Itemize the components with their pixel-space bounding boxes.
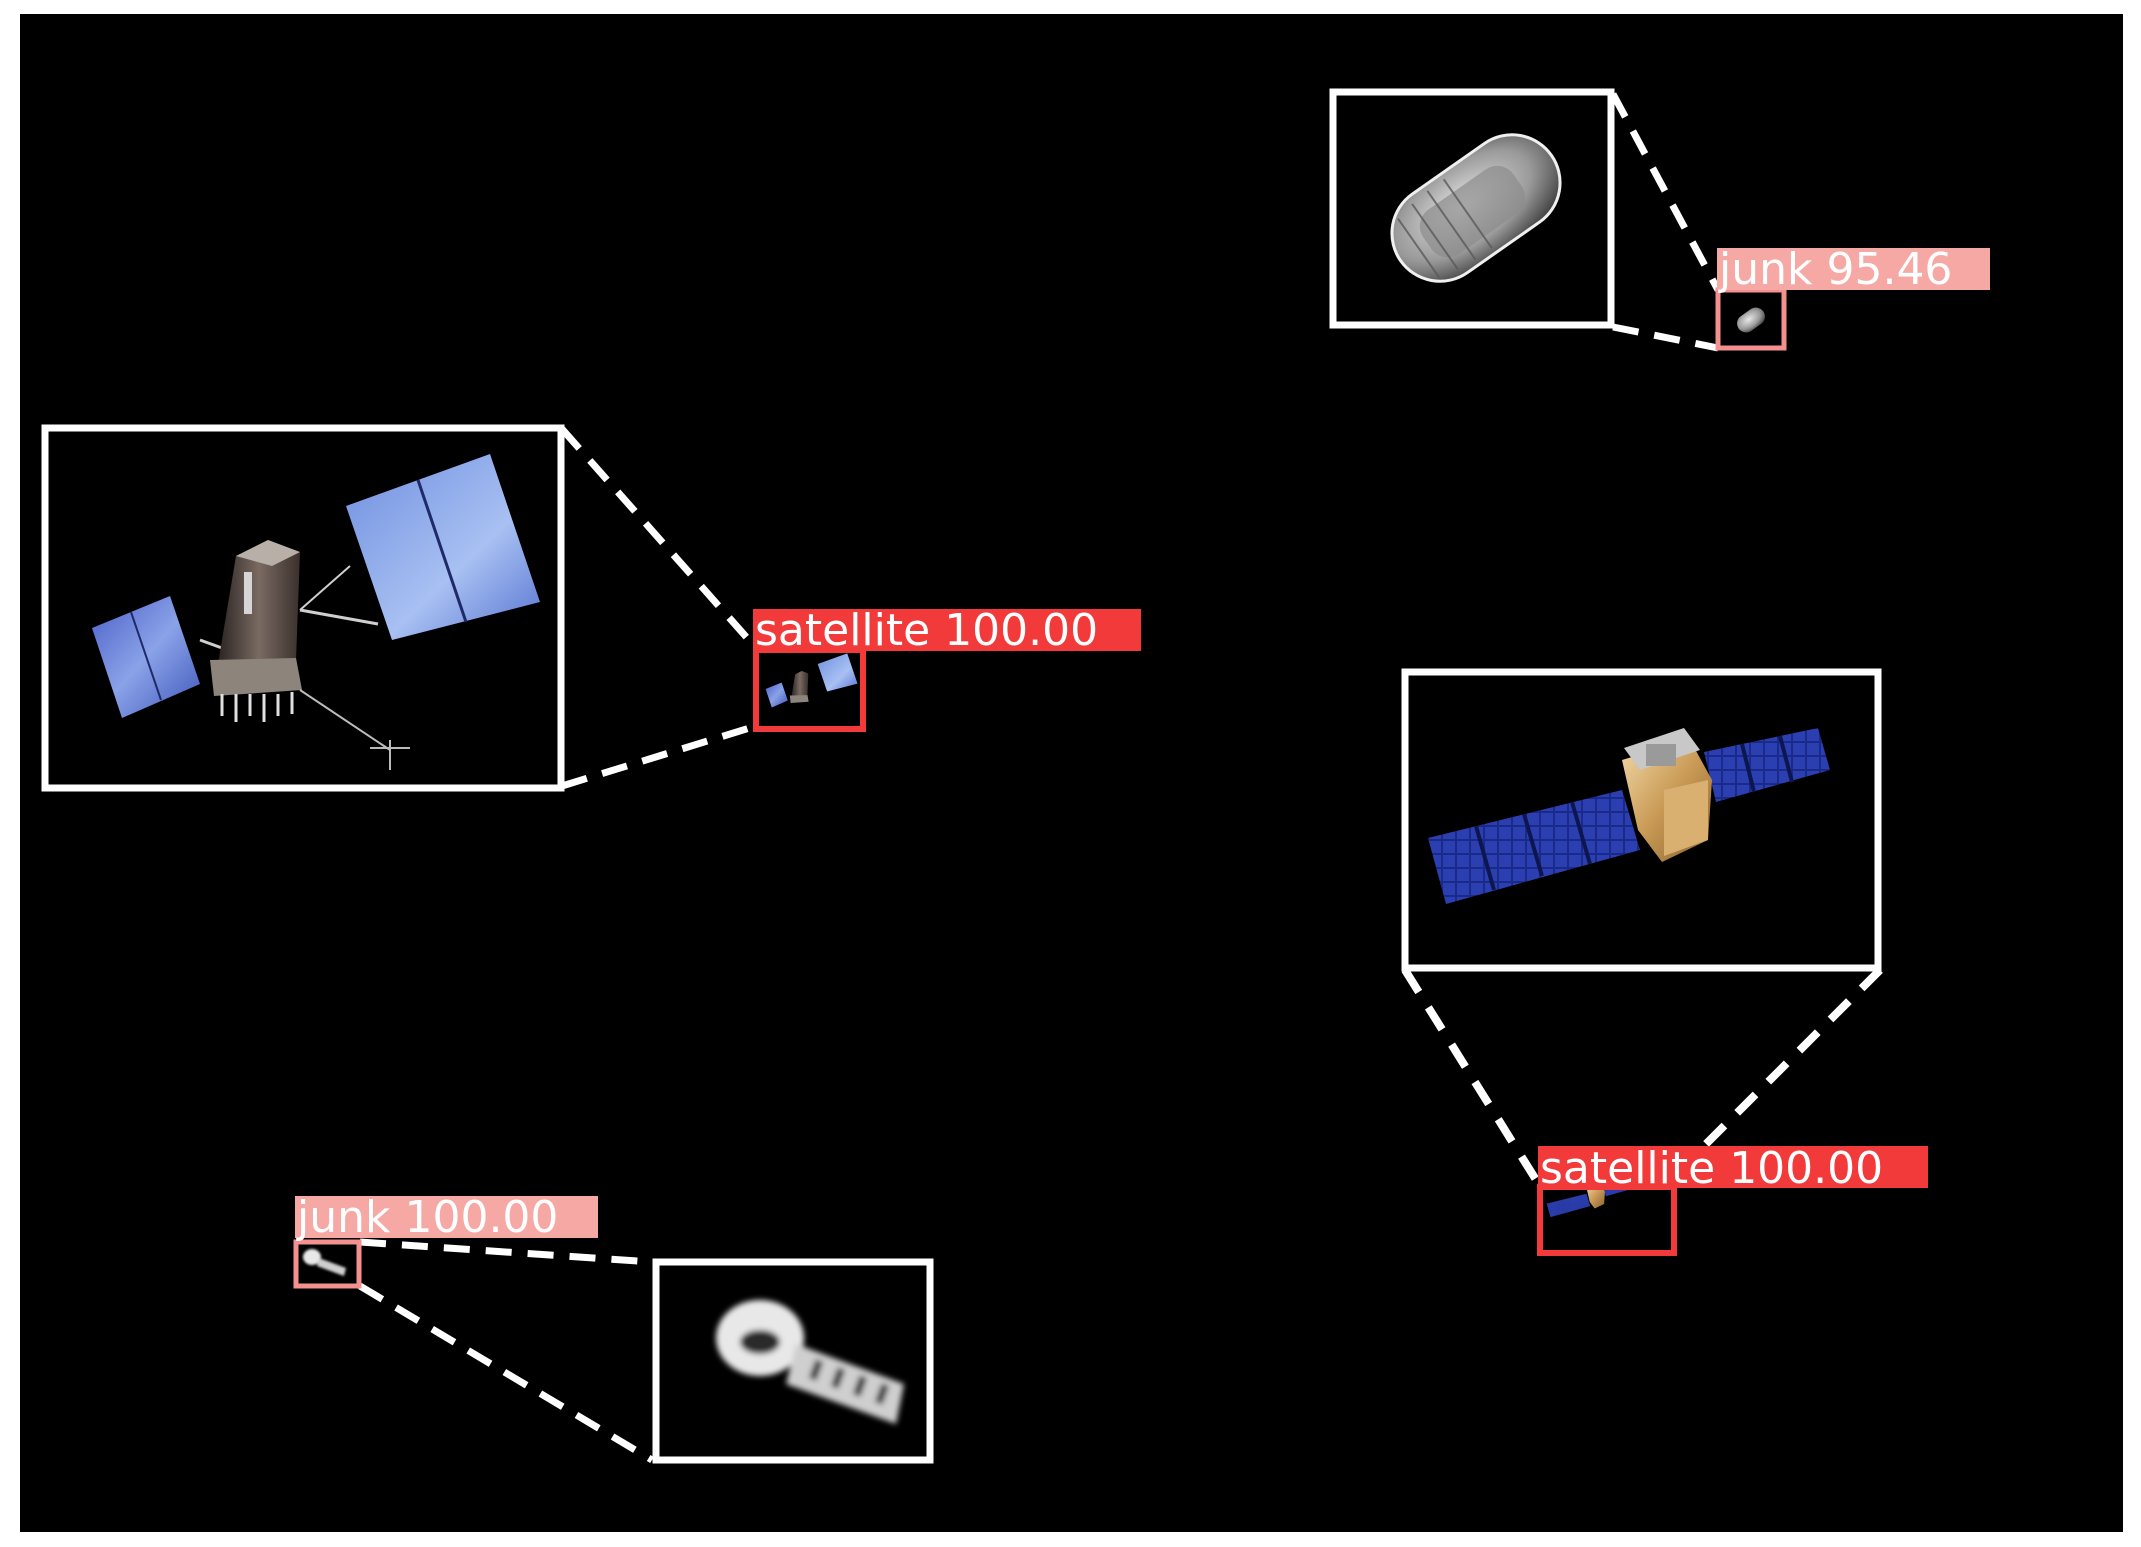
zoom-callout-satellite-1 — [41, 424, 759, 792]
zoom-callout-satellite-2 — [1401, 668, 1883, 1186]
bounding-box — [293, 1239, 362, 1289]
zoom-callout-junk-2 — [358, 1238, 934, 1464]
debris-capsule-icon — [1390, 133, 1562, 283]
detected-junk-2 — [293, 1239, 362, 1289]
comm-satellite-icon — [1428, 728, 1830, 904]
detection-label-junk-2: junk 100.00 — [295, 1192, 598, 1243]
detection-label-junk-1: junk 95.46 — [1717, 244, 1990, 295]
detection-label-satellite-2: satellite 100.00 — [1538, 1143, 1928, 1194]
debris-key-icon — [716, 1300, 904, 1424]
zoom-callout-junk-1 — [1329, 88, 1722, 352]
detection-label-text: junk 100.00 — [296, 1192, 558, 1243]
detection-label-text: satellite 100.00 — [755, 605, 1098, 656]
detection-label-text: junk 95.46 — [1718, 244, 1952, 295]
detection-label-satellite-1: satellite 100.00 — [753, 605, 1141, 656]
detection-label-text: satellite 100.00 — [1540, 1143, 1883, 1194]
gps-satellite-icon — [92, 454, 540, 770]
